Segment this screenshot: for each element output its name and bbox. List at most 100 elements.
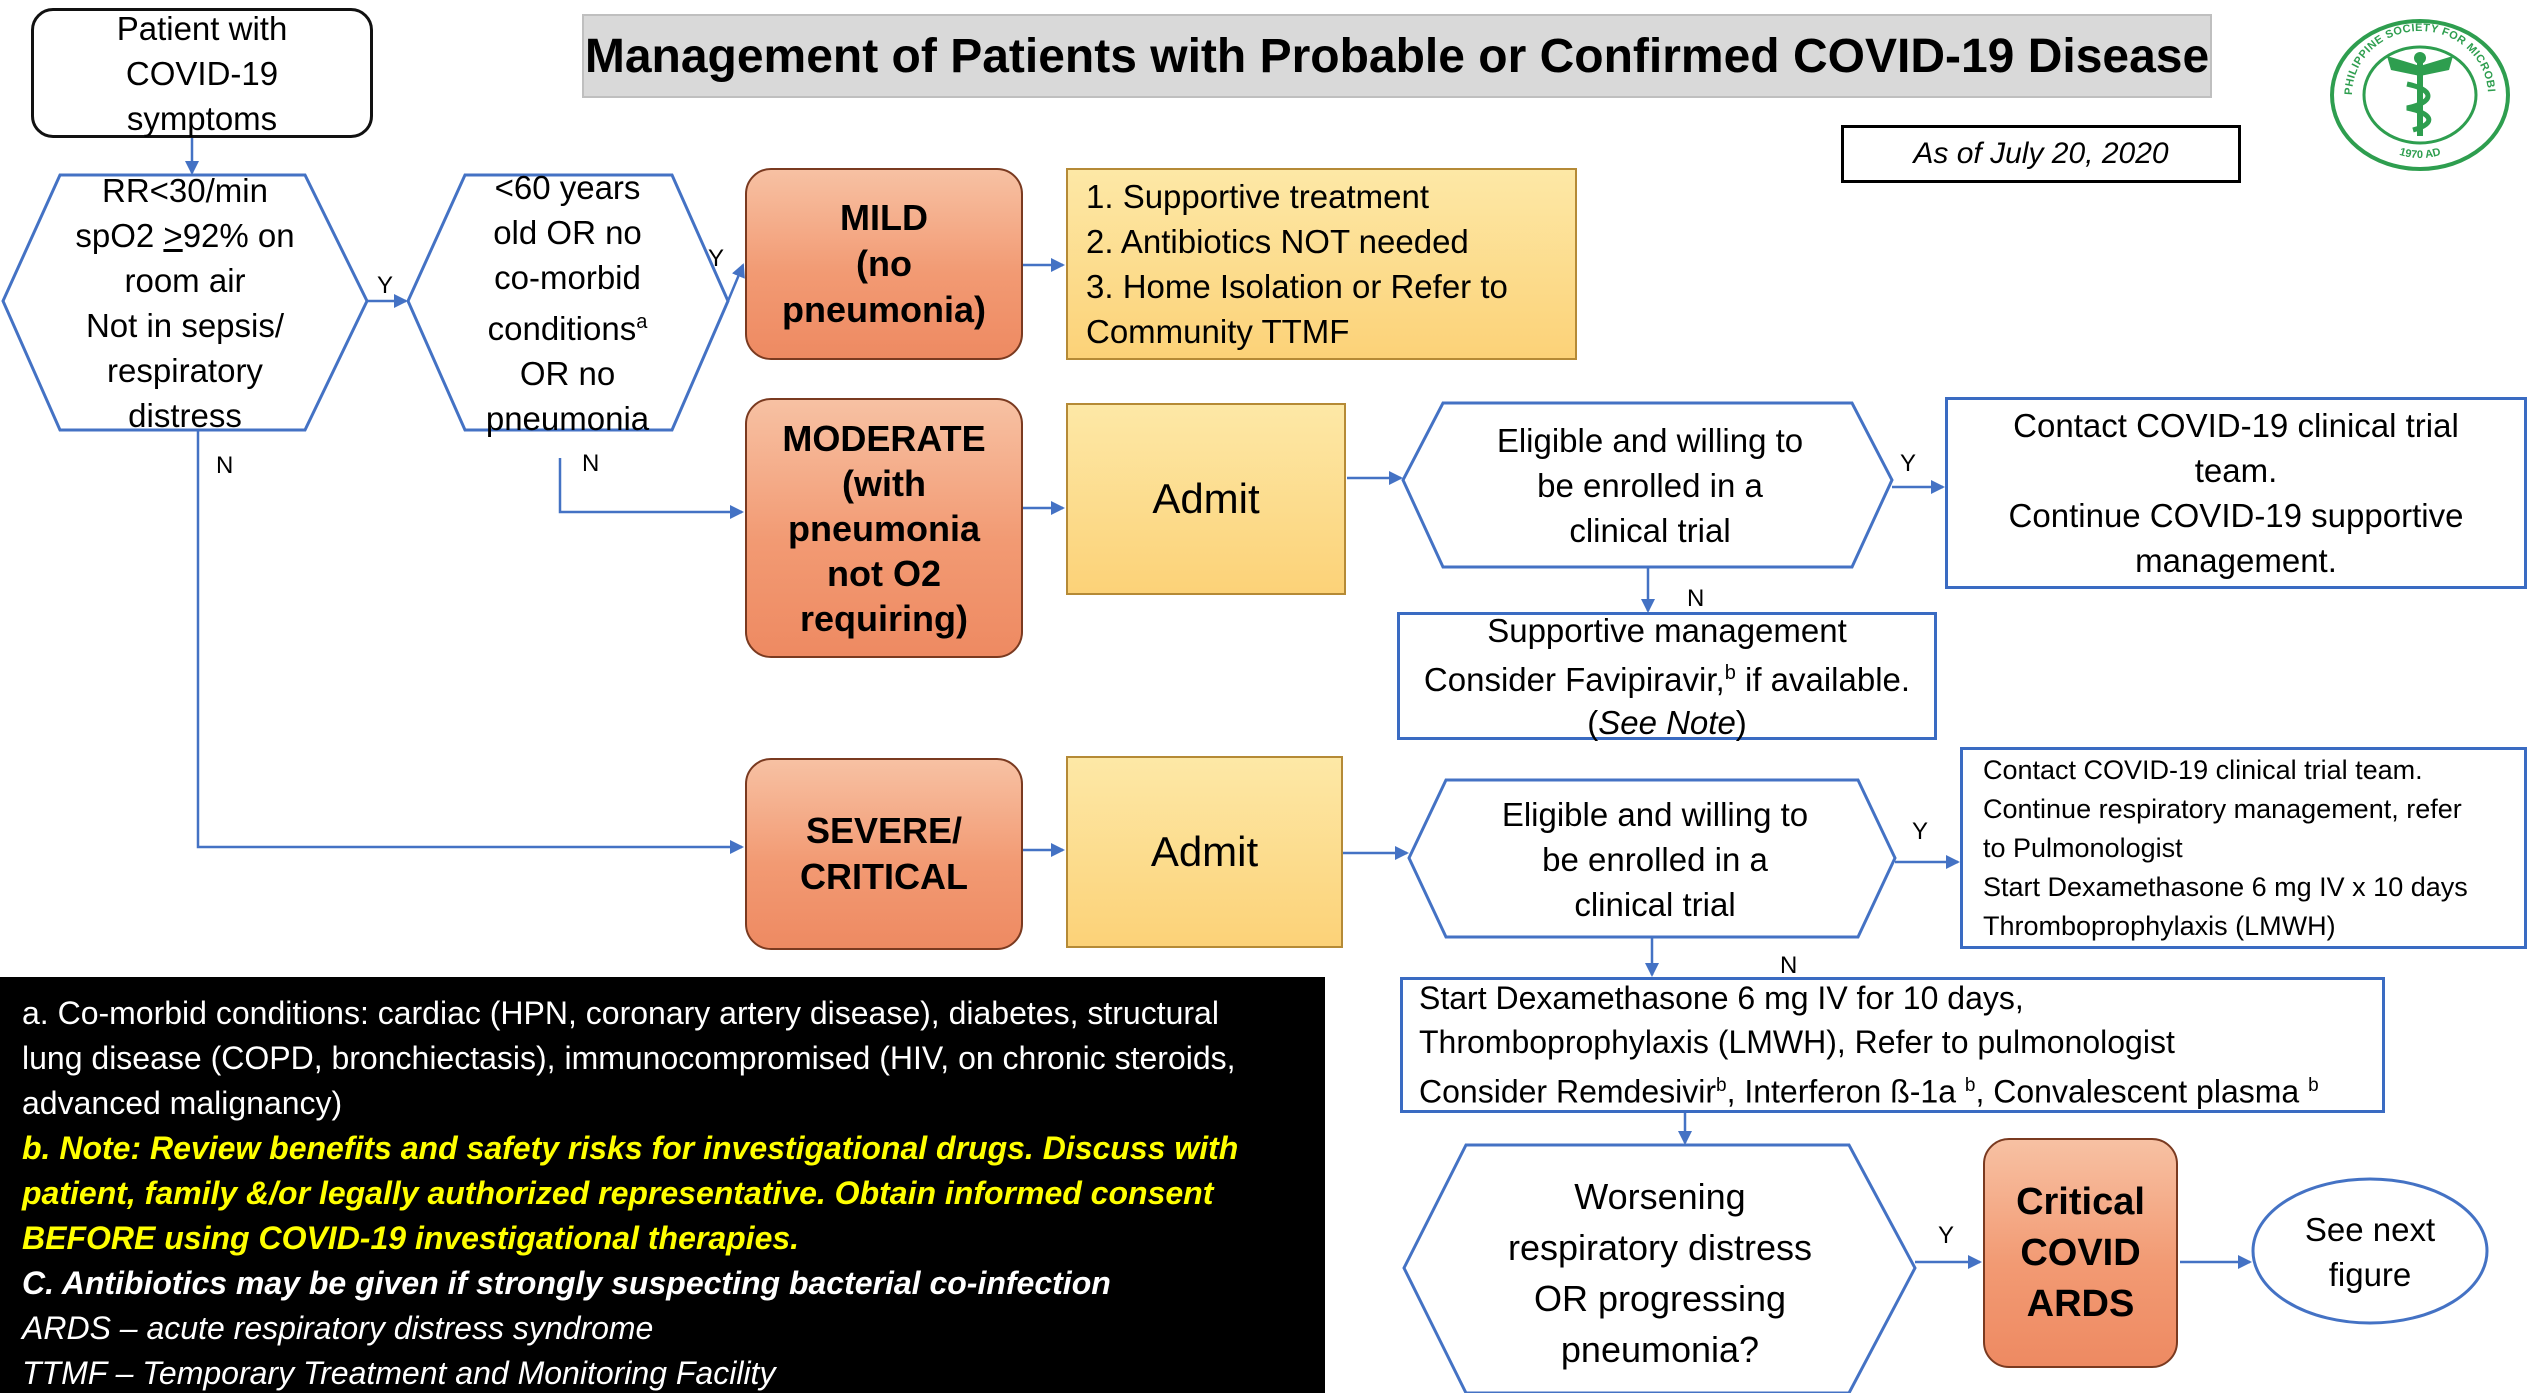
severe-trial-yes-line: to Pulmonologist [1983, 832, 2183, 863]
mild-action: 2. Antibiotics NOT needed [1086, 223, 1469, 260]
severe-trial-line: Eligible and willing to [1501, 795, 1809, 833]
mild-action: 1. Supportive treatment [1086, 178, 1430, 215]
footnote-b: b [2308, 1075, 2319, 1097]
severe-trial-question: Eligible and willing to be enrolled in a… [1435, 785, 1875, 933]
moderate-line: pneumonia [787, 507, 980, 549]
moderate-supportive-line: Supportive management [1487, 611, 1847, 649]
note-ttmf: TTMF – Temporary Treatment and Monitorin… [22, 1355, 776, 1391]
q1-line: Not in sepsis/ [85, 306, 285, 344]
q1-line: respiratory [107, 351, 263, 389]
mild-box: MILD (no pneumonia) [745, 168, 1023, 360]
severe-box: SEVERE/ CRITICAL [745, 758, 1023, 950]
mild-action: 3. Home Isolation or Refer to [1086, 268, 1508, 305]
moderate-line: MODERATE [782, 417, 986, 459]
mild-line: MILD [840, 197, 928, 238]
footnote-b: b [1715, 1075, 1727, 1097]
start-patient-symptoms: Patient with COVID-19 symptoms [31, 8, 373, 138]
ards-line: Critical [2016, 1180, 2145, 1223]
svg-text:1970 AD: 1970 AD [2398, 146, 2442, 161]
moderate-trial-no-box: Supportive management Consider Favipirav… [1397, 611, 1937, 741]
note-b-line: patient, family &/or legally authorized … [22, 1175, 1214, 1211]
worsening-line: pneumonia? [1560, 1328, 1760, 1370]
society-logo: PHILIPPINE SOCIETY FOR MICROBIOLOGY AND … [2327, 18, 2510, 171]
mild-actions: 1. Supportive treatment 2. Antibiotics N… [1066, 168, 1577, 360]
q1-line: distress [128, 396, 242, 434]
see-note-text: See Note [1598, 703, 1736, 741]
q2-conditions: conditions [487, 309, 637, 347]
q2-hexagon [406, 173, 730, 432]
q1-yes-label: Y [377, 272, 394, 299]
worsening-hexagon [1402, 1143, 1917, 1393]
severe-admit: Admit [1066, 756, 1343, 948]
interferon-text: , Interferon ß-1a [1726, 1073, 1965, 1110]
severe-trial-yes-line: Thromboprophylaxis (LMWH) [1983, 910, 2336, 941]
worsening-question: Worsening respiratory distress OR progre… [1440, 1160, 1880, 1385]
favipiravir-footnote-b: b [1724, 661, 1736, 684]
favipiravir-tail: if available. [1735, 660, 1911, 698]
footnotes-panel: a. Co-morbid conditions: cardiac (HPN, c… [0, 977, 1325, 1393]
start-line: symptoms [126, 99, 278, 137]
q2-line: co-morbid [494, 258, 641, 296]
moderate-trial-line: Eligible and willing to [1496, 421, 1804, 459]
severe-trial-hexagon [1407, 778, 1897, 939]
worsening-line: OR progressing [1533, 1277, 1787, 1319]
mild-action: Community TTMF [1086, 313, 1350, 350]
q1-text: RR<30/min spO2 >92% on room air Not in s… [30, 165, 340, 440]
next-figure-ellipse [2251, 1177, 2489, 1325]
moderate-trial-question: Eligible and willing to be enrolled in a… [1430, 410, 1870, 560]
q1-hexagon [1, 173, 369, 432]
q1-line: room air [124, 261, 246, 299]
moderate-trial-yes-label: Y [1900, 450, 1917, 477]
severe-trial-line: clinical trial [1574, 885, 1736, 923]
q2-line: conditionsa [488, 300, 648, 351]
note-a-line: advanced malignancy) [22, 1085, 343, 1121]
note-c: C. Antibiotics may be given if strongly … [22, 1265, 1111, 1301]
severe-trial-line: be enrolled in a [1542, 840, 1768, 878]
severe-trial-yes-label: Y [1912, 818, 1929, 845]
severe-admit-label: Admit [1150, 828, 1259, 875]
moderate-trial-line: be enrolled in a [1537, 466, 1763, 504]
mild-line: (no [856, 243, 912, 284]
q2-footnote-a: a [636, 310, 648, 333]
moderate-trial-line: clinical trial [1569, 511, 1731, 549]
severe-trial-no-label: N [1780, 952, 1798, 979]
note-b-line: BEFORE using COVID-19 investigational th… [22, 1220, 800, 1256]
moderate-box: MODERATE (with pneumonia not O2 requirin… [745, 398, 1023, 658]
worsening-yes-label: Y [1938, 1222, 1955, 1249]
severe-trial-yes-line: Start Dexamethasone 6 mg IV x 10 days [1983, 871, 2468, 902]
q2-line: <60 years [494, 168, 641, 206]
q2-no-label: N [582, 450, 600, 477]
moderate-trial-yes-box: Contact COVID-19 clinical trial team. Co… [1945, 397, 2527, 589]
severe-line: SEVERE/ [805, 810, 963, 851]
moderate-line: requiring) [800, 597, 968, 639]
note-b-line: b. Note: Review benefits and safety risk… [22, 1130, 1239, 1166]
q1-line: spO2 >92% on [75, 213, 294, 258]
ards-line: ARDS [2026, 1282, 2135, 1325]
q2-line: pneumonia [485, 399, 650, 437]
q1-no-label: N [216, 452, 234, 479]
logo-year: 1970 AD [2398, 146, 2442, 161]
paren-open: ( [1587, 703, 1599, 741]
remdesivir-text: Consider Remdesivir [1419, 1073, 1716, 1110]
moderate-admit-label: Admit [1152, 475, 1260, 522]
mild-line: pneumonia) [782, 289, 986, 330]
q2-line: old OR no [493, 213, 642, 251]
worsening-line: respiratory distress [1507, 1226, 1813, 1268]
moderate-admit: Admit [1066, 403, 1346, 595]
q1-line: RR<30/min [102, 171, 268, 209]
note-a-line: a. Co-morbid conditions: cardiac (HPN, c… [22, 995, 1219, 1031]
ards-line: COVID [2020, 1231, 2141, 1274]
moderate-line: (with [842, 462, 926, 504]
moderate-trial-yes-line: team. [2194, 452, 2278, 489]
q2-yes-label: Y [708, 245, 725, 272]
see-note-line: (See Note) [1587, 701, 1747, 744]
q2-line: OR no [519, 354, 616, 392]
favipiravir-text: Consider Favipiravir, [1423, 660, 1725, 698]
moderate-line: not O2 [827, 552, 941, 594]
moderate-trial-no-label: N [1687, 585, 1705, 612]
severe-trial-yes-line: Contact COVID-19 clinical trial team. [1983, 754, 2423, 785]
severe-line: CRITICAL [800, 856, 968, 897]
footnote-b: b [1964, 1075, 1976, 1097]
page-title: Management of Patients with Probable or … [582, 14, 2212, 98]
note-ards: ARDS – acute respiratory distress syndro… [22, 1310, 654, 1346]
